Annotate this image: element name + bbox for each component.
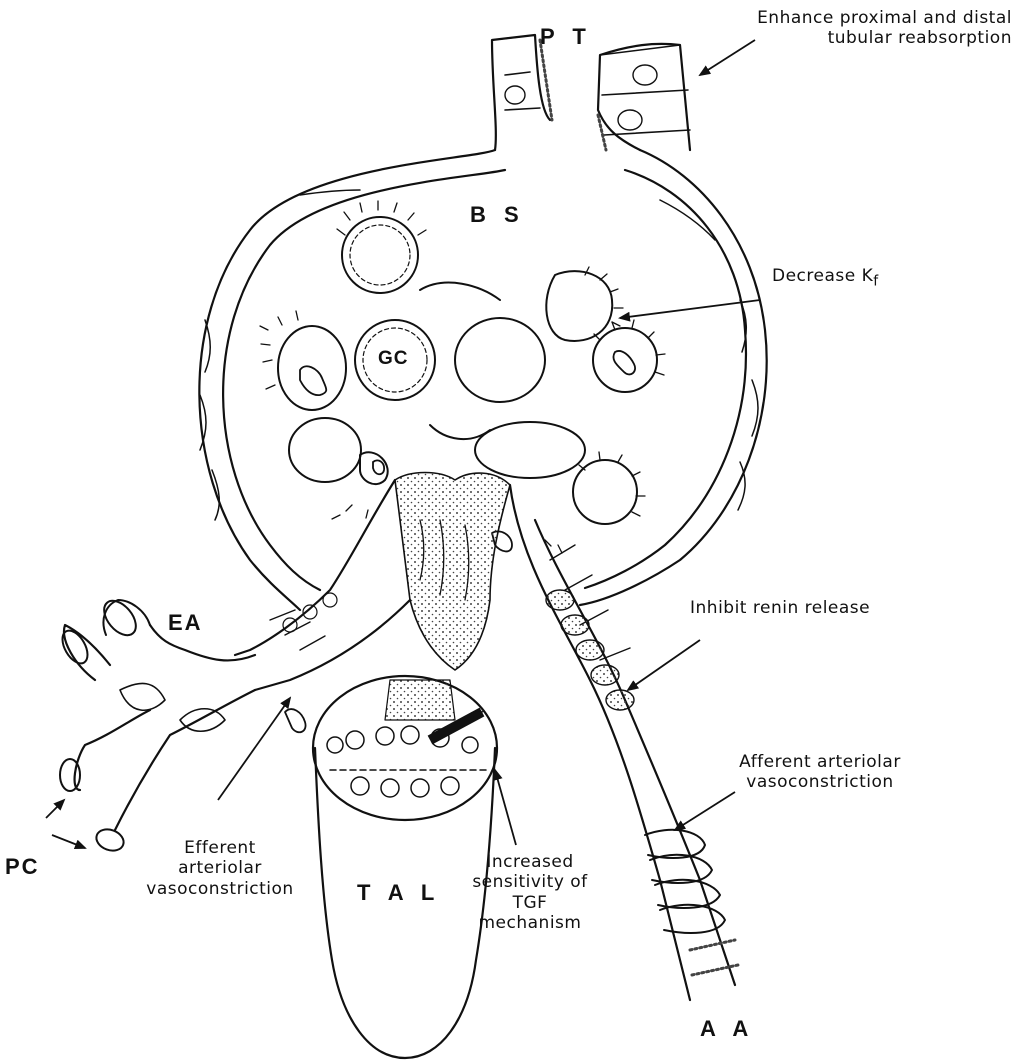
- tal-label: T A L: [357, 880, 440, 906]
- pc-arrow-upper: [46, 800, 64, 818]
- tubular-reabsorption-line1: Enhance proximal and distal: [700, 8, 1012, 28]
- renin-arrow: [628, 640, 700, 690]
- kf-subscript: f: [873, 273, 878, 289]
- efferent-vasoconstriction-annotation: Efferent arteriolar vasoconstriction: [130, 838, 310, 899]
- efferent-arteriole: [235, 480, 410, 690]
- gc-label: GC: [378, 348, 409, 371]
- efferent-line3: vasoconstriction: [130, 879, 310, 899]
- tubular-reabsorption-line2: tubular reabsorption: [700, 28, 1012, 48]
- efferent-vasoconstriction-arrow: [218, 698, 290, 800]
- ea-label: EA: [168, 610, 203, 636]
- bs-label: B S: [470, 202, 525, 228]
- tgf-line2: sensitivity of: [455, 872, 605, 892]
- proximal-tubule: [492, 35, 690, 150]
- afferent-line1: Afferent arteriolar: [700, 752, 940, 772]
- aa-label: A A: [700, 1016, 754, 1042]
- renin-annotation: Inhibit renin release: [690, 598, 870, 618]
- efferent-line2: arteriolar: [130, 858, 310, 878]
- peritubular-capillaries: [64, 625, 255, 830]
- pc-arrow-lower: [52, 835, 85, 848]
- kf-arrow: [620, 300, 760, 318]
- tubular-reabsorption-annotation: Enhance proximal and distal tubular reab…: [700, 8, 1012, 49]
- tgf-line3: TGF: [455, 893, 605, 913]
- tgf-line1: Increased: [455, 852, 605, 872]
- vascular-stalk: [395, 473, 510, 671]
- afferent-vasoconstriction-annotation: Afferent arteriolar vasoconstriction: [700, 752, 940, 793]
- efferent-line1: Efferent: [130, 838, 310, 858]
- pc-label: PC: [5, 854, 40, 880]
- tgf-line4: mechanism: [455, 913, 605, 933]
- kf-text: Decrease K: [772, 266, 873, 286]
- tgf-mechanism-arrow: [495, 770, 516, 845]
- kf-annotation: Decrease Kf: [772, 266, 879, 290]
- pt-label: P T: [540, 24, 592, 50]
- afferent-line2: vasoconstriction: [700, 772, 940, 792]
- afferent-vasoconstriction-arrow: [675, 792, 735, 830]
- tgf-annotation: Increased sensitivity of TGF mechanism: [455, 852, 605, 934]
